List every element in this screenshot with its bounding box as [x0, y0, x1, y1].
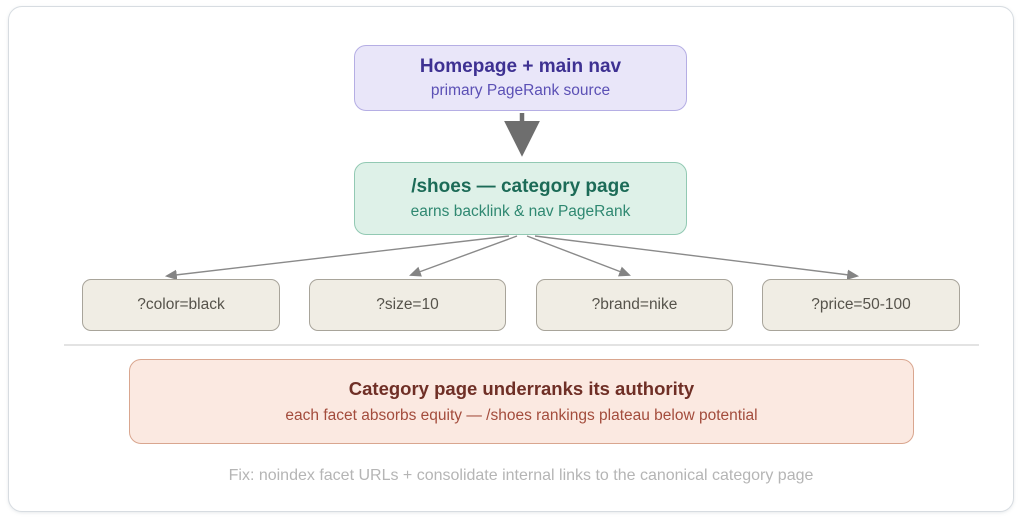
category-to-facet1-line — [164, 235, 510, 281]
category-node: /shoes — category page earns backlink & … — [354, 162, 687, 235]
diagram-card: Homepage + main nav primary PageRank sou… — [8, 6, 1014, 512]
facet-node-size: ?size=10 — [309, 279, 506, 331]
warning-node-title: Category page underranks its authority — [348, 377, 695, 399]
category-node-subtitle: earns backlink & nav PageRank — [410, 202, 631, 220]
section-divider — [64, 344, 979, 346]
warning-node-subtitle: each facet absorbs equity — /shoes ranki… — [285, 406, 758, 424]
facet-node-color: ?color=black — [82, 279, 280, 331]
category-node-title: /shoes — category page — [411, 176, 630, 198]
facet-label: ?brand=nike — [591, 295, 678, 313]
facet-label: ?size=10 — [376, 295, 439, 313]
homepage-node: Homepage + main nav primary PageRank sou… — [354, 45, 687, 111]
category-to-facet2-line — [409, 235, 518, 277]
warning-node: Category page underranks its authority e… — [129, 359, 914, 444]
facet-label: ?color=black — [137, 295, 225, 313]
category-to-facet4-line — [534, 235, 860, 280]
fix-note: Fix: noindex facet URLs + consolidate in… — [228, 467, 814, 484]
facet-label: ?price=50-100 — [811, 295, 911, 313]
facet-node-brand: ?brand=nike — [536, 279, 733, 331]
homepage-node-subtitle: primary PageRank source — [430, 82, 611, 100]
facet-node-price: ?price=50-100 — [762, 279, 960, 331]
category-to-facet3-line — [526, 235, 631, 277]
homepage-node-title: Homepage + main nav — [419, 55, 622, 77]
